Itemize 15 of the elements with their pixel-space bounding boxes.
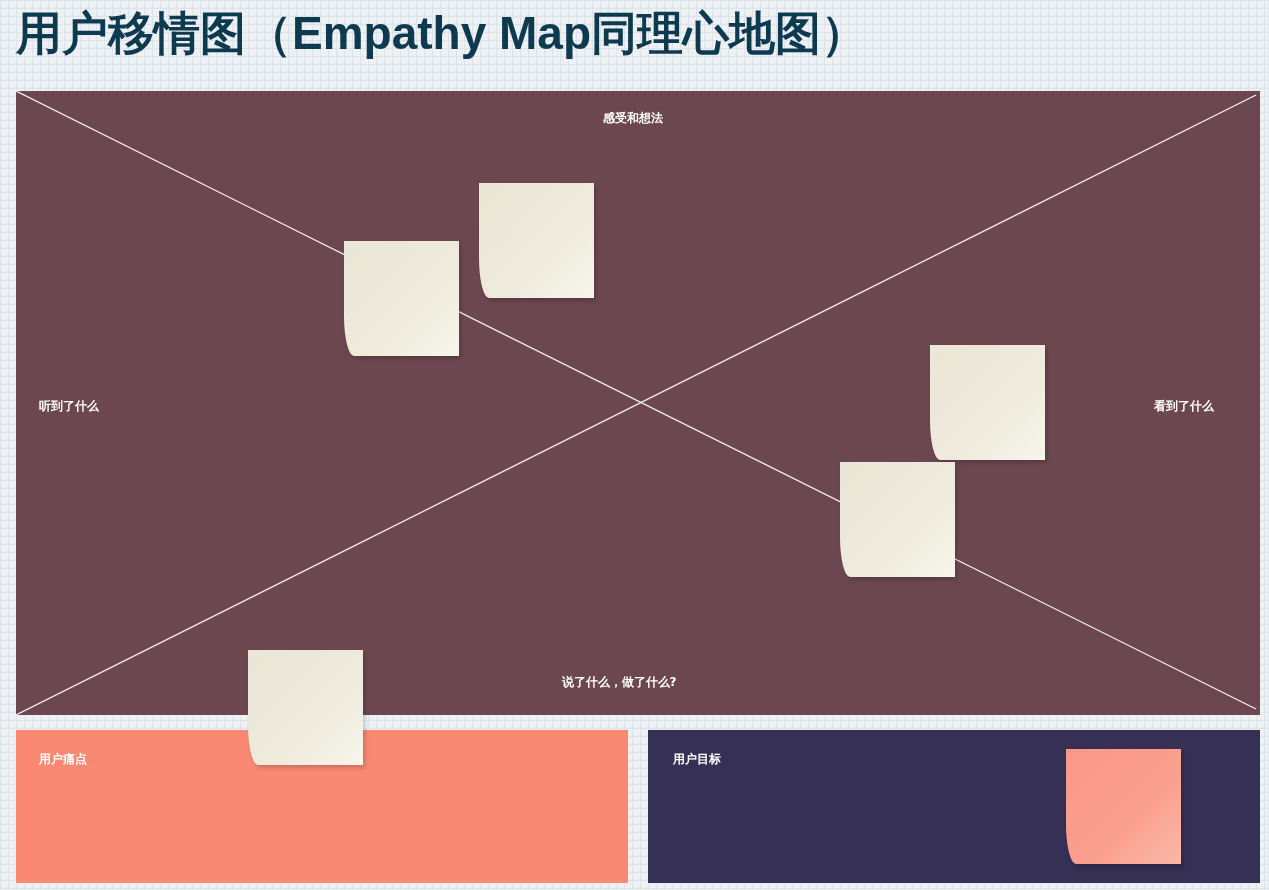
sticky-note (840, 462, 955, 577)
quadrant-label: 感受和想法 (603, 111, 663, 125)
sticky-note (344, 241, 459, 356)
sticky-note (930, 345, 1045, 460)
panel-heading: 用户目标 (673, 752, 721, 766)
quadrant-label: 看到了什么 (1154, 399, 1214, 413)
sticky-note (248, 650, 363, 765)
sticky-note (1066, 749, 1181, 864)
pain-points-panel (16, 730, 628, 883)
sticky-note (479, 183, 594, 298)
goals-panel (648, 730, 1260, 883)
quadrant-label: 听到了什么 (39, 399, 99, 413)
page-title: 用户移情图（Empathy Map同理心地图） (16, 6, 868, 61)
panel-heading: 用户痛点 (39, 752, 87, 766)
quadrant-label: 说了什么，做了什么? (561, 675, 677, 689)
